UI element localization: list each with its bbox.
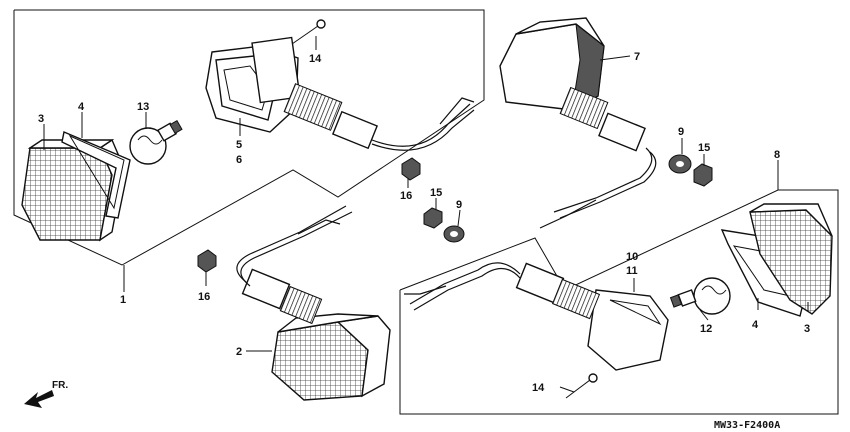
callout-4-rear: 4 xyxy=(752,319,759,331)
front-right-stalk xyxy=(236,205,353,325)
nut-16-upper xyxy=(401,157,421,181)
nut-16-lower xyxy=(197,249,217,273)
rear-right-screw xyxy=(565,373,598,399)
callout-12: 12 xyxy=(700,323,712,335)
rear-right-lens xyxy=(749,203,833,315)
front-left-screw xyxy=(291,19,326,45)
washer-9-right xyxy=(668,154,692,174)
front-left-signal-housing xyxy=(205,36,301,133)
callout-16-lower: 16 xyxy=(198,291,210,303)
callout-9-left: 9 xyxy=(456,199,462,211)
callout-15-left: 15 xyxy=(430,187,442,199)
callout-11: 11 xyxy=(626,265,638,277)
callout-9-right: 9 xyxy=(678,126,684,138)
callout-16-upper: 16 xyxy=(400,190,412,202)
front-direction-label: FR. xyxy=(52,380,68,391)
callout-14-upper: 14 xyxy=(309,53,322,65)
callout-15-right: 15 xyxy=(698,142,710,154)
rear-right-signal-housing xyxy=(587,289,669,371)
callout-14-lower: 14 xyxy=(532,382,545,394)
rear-left-stalk xyxy=(539,86,657,229)
washer-9-left xyxy=(443,225,465,243)
callout-6: 6 xyxy=(236,154,242,166)
callout-1: 1 xyxy=(120,294,126,306)
front-right-signal-housing xyxy=(271,313,391,401)
front-left-gasket xyxy=(61,131,131,219)
rear-right-assembly-boundary xyxy=(399,189,839,415)
callout-4-front: 4 xyxy=(78,101,85,113)
front-left-stalk xyxy=(283,83,475,151)
nut-15-right xyxy=(693,163,713,187)
callout-13: 13 xyxy=(137,101,149,113)
callout-2: 2 xyxy=(236,346,242,358)
callout-7: 7 xyxy=(634,51,640,63)
callout-8: 8 xyxy=(774,149,780,161)
nut-15-left xyxy=(423,207,443,229)
callout-3-front: 3 xyxy=(38,113,44,125)
rear-right-bulb xyxy=(669,277,731,315)
front-direction-arrow-icon xyxy=(24,390,54,408)
callout-10: 10 xyxy=(626,251,638,263)
leader-lines xyxy=(43,36,809,393)
rear-right-stalk xyxy=(404,262,601,320)
front-left-bulb xyxy=(129,119,183,165)
diagram-code: MW33-F2400A xyxy=(714,420,780,431)
callout-5: 5 xyxy=(236,139,242,151)
callout-3-rear: 3 xyxy=(804,323,810,335)
